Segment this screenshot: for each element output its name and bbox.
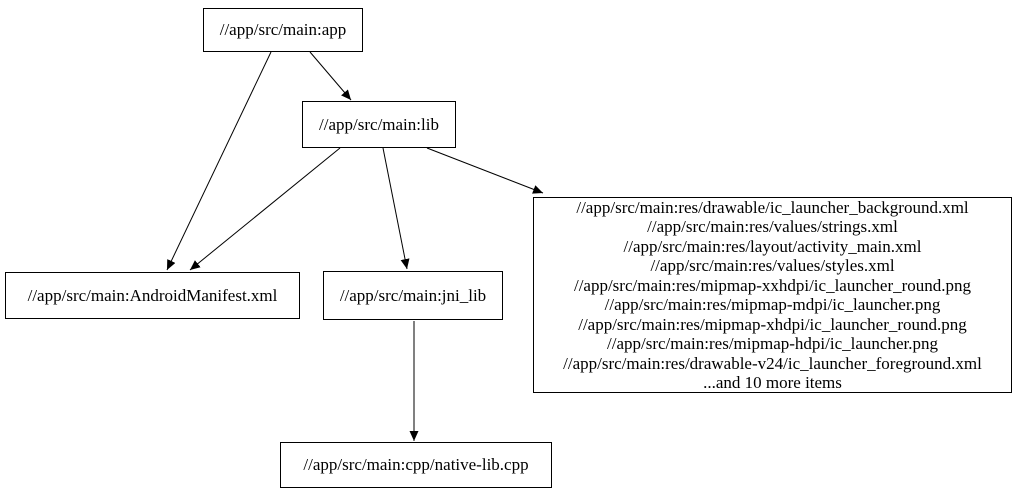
edge-app-to-lib (309, 51, 352, 101)
res-file-item: //app/src/main:res/mipmap-xhdpi/ic_launc… (578, 314, 967, 334)
node-jni-lib-label: //app/src/main:jni_lib (339, 285, 487, 305)
node-lib-label: //app/src/main:lib (319, 114, 439, 134)
res-file-item: //app/src/main:res/mipmap-xxhdpi/ic_laun… (573, 275, 972, 295)
res-more-items-note: ...and 10 more items (703, 373, 842, 392)
res-file-item: //app/src/main:res/values/styles.xml (650, 256, 895, 275)
res-file-item: //app/src/main:res/mipmap-mdpi/ic_launch… (604, 295, 941, 314)
node-lib: //app/src/main:lib (302, 101, 456, 148)
node-android-manifest: //app/src/main:AndroidManifest.xml (5, 272, 300, 319)
edge-lib-to-jni-lib (382, 147, 410, 270)
edge-app-to-manifest (166, 51, 272, 271)
edge-lib-to-manifest (189, 147, 341, 271)
node-jni-lib: //app/src/main:jni_lib (323, 271, 503, 320)
node-app: //app/src/main:app (203, 8, 363, 52)
node-android-manifest-label: //app/src/main:AndroidManifest.xml (27, 285, 278, 305)
edge-lib-to-res-group (426, 147, 544, 194)
node-native-cpp: //app/src/main:cpp/native-lib.cpp (280, 442, 552, 488)
node-app-label: //app/src/main:app (219, 20, 347, 39)
node-native-cpp-label: //app/src/main:cpp/native-lib.cpp (303, 455, 529, 474)
res-file-item: //app/src/main:res/drawable-v24/ic_launc… (563, 353, 982, 373)
node-res-filegroup: //app/src/main:res/drawable/ic_launcher_… (533, 197, 1012, 393)
res-file-item: //app/src/main:res/layout/activity_main.… (623, 236, 922, 256)
res-file-item: //app/src/main:res/mipmap-hdpi/ic_launch… (607, 334, 938, 353)
res-file-item: //app/src/main:res/values/strings.xml (647, 217, 898, 236)
res-file-item: //app/src/main:res/drawable/ic_launcher_… (576, 197, 969, 217)
